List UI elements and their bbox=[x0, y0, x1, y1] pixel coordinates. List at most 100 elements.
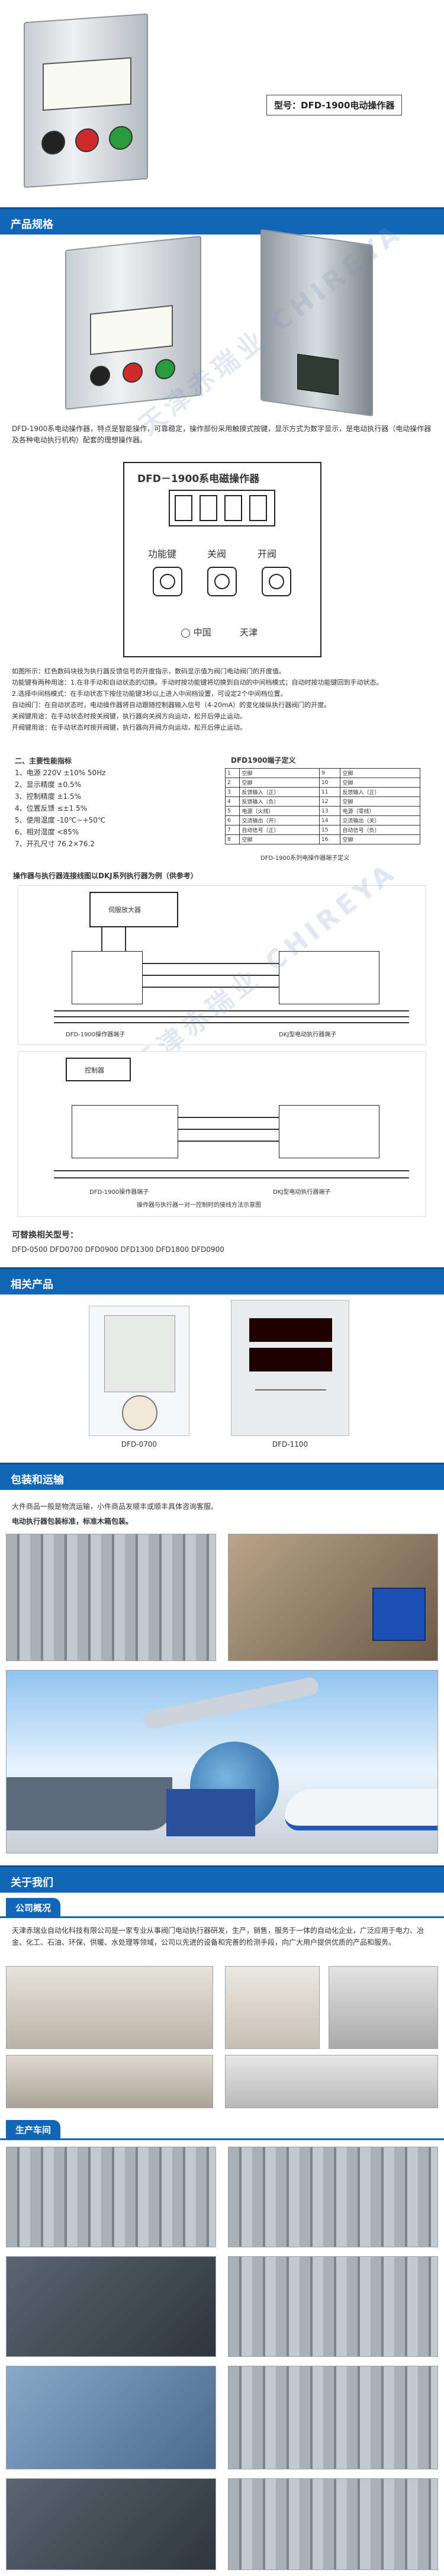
transport-banner-image bbox=[6, 1670, 438, 1854]
wire bbox=[54, 1010, 409, 1011]
airplane-shape bbox=[143, 1676, 320, 1730]
actuator-terminal-block-2 bbox=[279, 1105, 379, 1158]
office-photo-5 bbox=[225, 2055, 438, 2108]
related-product-label-2[interactable]: DFD-1100 bbox=[272, 1440, 308, 1448]
model-caption: 型号：DFD-1900电动操作器 bbox=[266, 95, 403, 115]
wire bbox=[54, 1022, 409, 1023]
param-item: 3、控制精度 ±1.5% bbox=[15, 792, 81, 801]
operator-terminal-block-1 bbox=[72, 951, 143, 1004]
packing-photo-truck bbox=[228, 1534, 438, 1661]
section-bar-specs: 产品规格 bbox=[0, 207, 444, 235]
terminal-cell: 反馈输入（正） bbox=[340, 787, 420, 797]
packing-photo-warehouse bbox=[6, 1534, 216, 1661]
workshop-title: 生产车间 bbox=[6, 2120, 61, 2140]
wiring-caption-operator-1: DFD-1900操作器端子 bbox=[66, 1032, 126, 1038]
section-title-specs: 产品规格 bbox=[11, 219, 53, 231]
panel-footer-china: ◯ 中国 bbox=[181, 627, 211, 638]
workshop-photo-6 bbox=[228, 2366, 438, 2469]
related-product-display-2 bbox=[249, 1318, 332, 1342]
terminal-cell: 空脚 bbox=[340, 796, 420, 807]
workshop-photo-2 bbox=[228, 2147, 438, 2247]
terminal-cell: 2 bbox=[224, 778, 240, 788]
terminal-cell: 13 bbox=[318, 806, 341, 816]
terminal-cell: 空脚 bbox=[239, 768, 320, 778]
wiring-caption-operator-2: DFD-1900操作器端子 bbox=[89, 1189, 149, 1196]
desc-line: 开阀键用途：在手动状态时按开阀键，执行器向开阀方向运动，松开后停止运动。 bbox=[12, 724, 246, 731]
digit-3 bbox=[224, 495, 242, 521]
office-photo-2 bbox=[225, 1966, 320, 2049]
digit-1 bbox=[175, 495, 192, 521]
workshop-photo-8 bbox=[228, 2478, 438, 2570]
related-product-card-2[interactable] bbox=[231, 1300, 349, 1436]
hero-green-button bbox=[109, 125, 133, 151]
terminal-cell: 电源（火线） bbox=[239, 806, 320, 816]
panel-footer-china-text: 中国 bbox=[193, 627, 211, 638]
related-product-card-1[interactable] bbox=[89, 1306, 189, 1436]
office-photo-1 bbox=[6, 1966, 213, 2049]
actuator-terminal-block-1 bbox=[279, 951, 379, 1004]
wire bbox=[125, 927, 126, 951]
wire bbox=[143, 975, 279, 976]
section-title-packing: 包装和运输 bbox=[11, 1474, 64, 1486]
terminal-cell: 自动信号（正） bbox=[239, 825, 320, 835]
section-bar-related: 相关产品 bbox=[0, 1267, 444, 1295]
office-photo-3 bbox=[329, 1966, 438, 2049]
packing-text-1: 大件商品一般是物流运输，小件商品发顺丰或顺丰具体咨询客服。 bbox=[12, 1502, 218, 1511]
spec-red-button bbox=[123, 361, 143, 384]
desc-line: 2.选择中间档模式：在手动状态下按住功能键3秒以上进入中间档设置，可设定2个中间… bbox=[12, 690, 287, 698]
param-item: 4、位置反馈 ≤±1.5% bbox=[15, 804, 88, 812]
cargo-ship-shape bbox=[7, 1777, 172, 1830]
desc-line: 如图所示：红色数码块技为执行器反馈信号的开度指示，数码显示值为阀门电动阀门的开度… bbox=[12, 667, 285, 675]
terminal-heading: DFD1900端子定义 bbox=[231, 756, 296, 765]
section-title-related: 相关产品 bbox=[11, 1279, 53, 1291]
digit-4 bbox=[249, 495, 267, 521]
hero-meter bbox=[43, 57, 131, 111]
wiring-diagram-1: 伺服放大器 DFD-1900操作器端子 DKJ型电动执行器端子 bbox=[18, 885, 426, 1045]
terminal-cell: 电源（零线） bbox=[340, 806, 420, 816]
wire bbox=[54, 1177, 409, 1178]
panel-diagram: DFD－1900系电磁操作器 功能键 关阀 开阀 ◯ 中国 天津 bbox=[123, 462, 321, 657]
terminal-cell: 7 bbox=[224, 825, 240, 835]
hero-red-button bbox=[75, 127, 99, 153]
close-valve-key[interactable] bbox=[207, 567, 237, 596]
terminal-cell: 交流输出（关） bbox=[340, 815, 420, 826]
company-overview-tab: 公司概况 bbox=[0, 1898, 444, 1918]
hero-black-button bbox=[41, 130, 65, 156]
company-overview-title: 公司概况 bbox=[6, 1898, 61, 1917]
terminal-cell: 3 bbox=[224, 787, 240, 797]
workshop-tab: 生产车间 bbox=[0, 2120, 444, 2140]
hero-device-image bbox=[24, 13, 148, 188]
section-bar-packing: 包装和运输 bbox=[0, 1463, 444, 1490]
controller-block: 控制器 bbox=[66, 1058, 131, 1081]
spec-black-button bbox=[90, 365, 110, 387]
key-label-close: 关阀 bbox=[207, 548, 227, 560]
panel-footer-tianjin: 天津 bbox=[240, 627, 258, 638]
related-product-display-3 bbox=[249, 1348, 332, 1371]
controller-label: 控制器 bbox=[85, 1067, 104, 1074]
open-valve-key[interactable] bbox=[262, 567, 291, 596]
servo-amplifier-label: 伺服放大器 bbox=[108, 906, 141, 914]
workshop-photo-5 bbox=[6, 2366, 216, 2469]
wire bbox=[54, 1016, 409, 1017]
wiring-caption-summary: 操作器与执行器一对一控制时的接线方法示意图 bbox=[137, 1202, 261, 1209]
truck-cab bbox=[372, 1588, 426, 1641]
section-bar-about: 关于我们 bbox=[0, 1865, 444, 1893]
wiring-caption-actuator-2: DKJ型电动执行器端子 bbox=[273, 1189, 331, 1196]
function-key[interactable] bbox=[153, 567, 182, 596]
related-product-panel-1 bbox=[104, 1315, 175, 1392]
terminal-cell: 空脚 bbox=[340, 768, 420, 778]
terminal-caption: DFD-1900系列电操作器端子定义 bbox=[260, 855, 350, 862]
terminal-cell: 6 bbox=[224, 815, 240, 826]
train-shape bbox=[285, 1789, 437, 1830]
wire bbox=[178, 1129, 279, 1130]
param-item: 1、电源 220V ±10% 50Hz bbox=[15, 769, 106, 777]
wire bbox=[143, 987, 279, 988]
terminal-cell: 5 bbox=[224, 806, 240, 816]
related-product-label-1[interactable]: DFD-0700 bbox=[121, 1440, 157, 1448]
